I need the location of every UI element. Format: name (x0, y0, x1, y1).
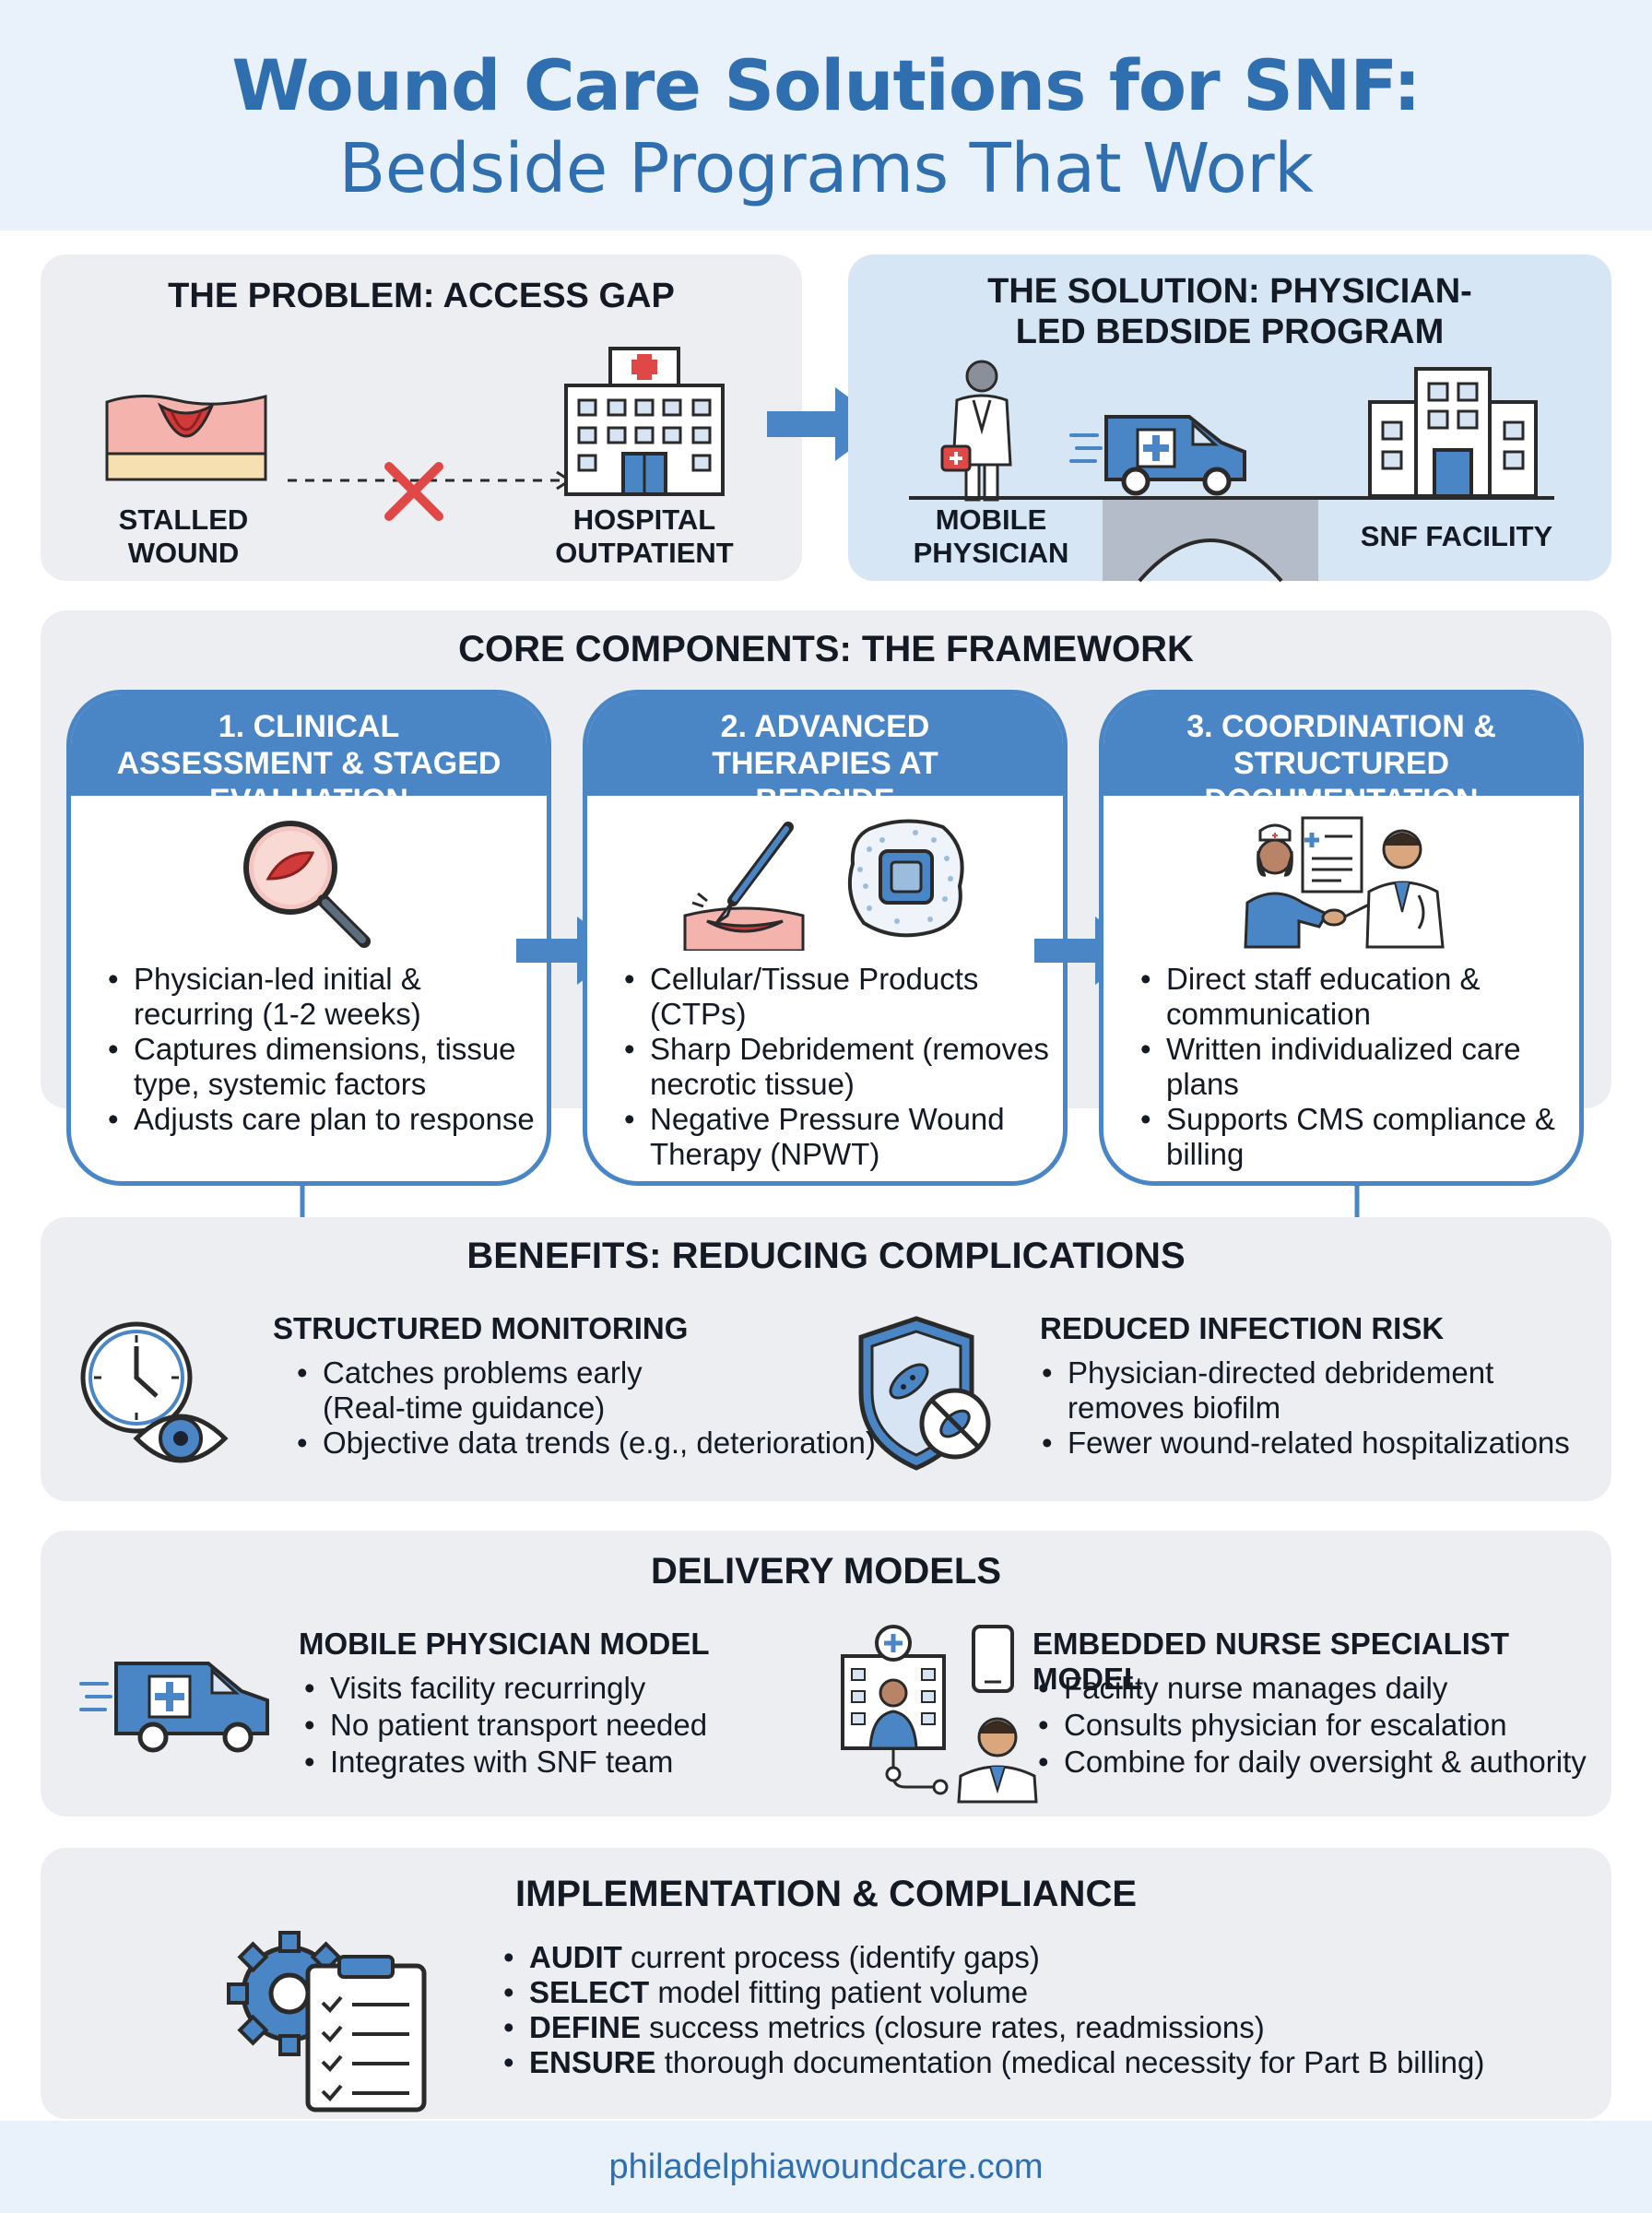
monitoring-bullets: Catches problems early (Real-time guidan… (295, 1355, 903, 1461)
card-clinical-assessment: 1. CLINICAL ASSESSMENT & STAGED EVALUATI… (66, 690, 551, 1186)
mobile-model-bullets: Visits facility recurringly No patient t… (302, 1671, 819, 1780)
list-item: Combine for daily oversight & authority (1036, 1745, 1608, 1780)
delivery-panel: DELIVERY MODELS MOBILE PHYSICIAN MODEL V… (41, 1531, 1611, 1817)
implementation-title: IMPLEMENTATION & COMPLIANCE (514, 1874, 1138, 1914)
list-item: Negative Pressure Wound Therapy (NPWT) (622, 1102, 1056, 1172)
list-item: DEFINE success metrics (closure rates, r… (502, 2010, 1589, 2045)
mobile-physician-label: MOBILE PHYSICIAN (913, 503, 1069, 569)
mobile-model-title: MOBILE PHYSICIAN MODEL (299, 1627, 710, 1661)
card-1-title: 1. CLINICAL ASSESSMENT & STAGED EVALUATI… (71, 694, 547, 818)
stalled-wound-icon (105, 394, 267, 481)
list-item: Sharp Debridement (removes necrotic tiss… (622, 1032, 1056, 1102)
doctor-icon (940, 360, 1012, 502)
gear-checklist-icon (227, 1931, 427, 2112)
card-2-bullets: Cellular/Tissue Products (CTPs) Sharp De… (622, 962, 1056, 1172)
clock-eye-icon (80, 1321, 229, 1463)
card-advanced-therapies: 2. ADVANCED THERAPIES AT BEDSIDE Cellula… (583, 690, 1068, 1186)
list-item: Integrates with SNF team (302, 1745, 819, 1780)
shield-bacteria-icon (858, 1316, 991, 1471)
list-item: Visits facility recurringly (302, 1671, 819, 1706)
delivery-title: DELIVERY MODELS (650, 1551, 1002, 1592)
list-item: Supports CMS compliance & billing (1139, 1102, 1572, 1172)
scalpel-icon (683, 822, 805, 951)
magnifier-wound-icon (243, 821, 371, 948)
implementation-panel: IMPLEMENTATION & COMPLIANCE A (41, 1848, 1611, 2119)
hospital-icon (564, 347, 725, 496)
infection-bullets: Physician-directed debridement removes b… (1040, 1355, 1602, 1461)
card-3-bullets: Direct staff education & communication W… (1139, 962, 1572, 1172)
embedded-model-bullets: Facility nurse manages daily Consults ph… (1036, 1671, 1608, 1780)
list-item: Consults physician for escalation (1036, 1708, 1608, 1743)
page-subtitle: Bedside Programs That Work (338, 129, 1314, 208)
card-2-title: 2. ADVANCED THERAPIES AT BEDSIDE (587, 694, 1063, 818)
card-coordination: 3. COORDINATION & STRUCTURED DOCUMENTATI… (1099, 690, 1584, 1186)
core-title: CORE COMPONENTS: THE FRAMEWORK (458, 629, 1194, 669)
solution-panel: THE SOLUTION: PHYSICIAN-LED BEDSIDE PROG… (848, 254, 1611, 583)
snf-facility-label: SNF FACILITY (1360, 520, 1553, 552)
footer: philadelphiawoundcare.com (0, 2121, 1652, 2213)
list-item: Facility nurse manages daily (1036, 1671, 1608, 1706)
infection-title: REDUCED INFECTION RISK (1040, 1311, 1445, 1345)
card-1-bullets: Physician-led initial & recurring (1-2 w… (106, 962, 539, 1137)
problem-title: THE PROBLEM: ACCESS GAP (168, 277, 675, 315)
list-item: Direct staff education & communication (1139, 962, 1572, 1032)
solution-title: THE SOLUTION: PHYSICIAN-LED BEDSIDE PROG… (987, 272, 1472, 351)
list-item: Physician-led initial & recurring (1-2 w… (106, 962, 539, 1032)
nurse-doctor-handshake-icon (1244, 816, 1445, 949)
list-item: Written individualized care plans (1139, 1032, 1572, 1102)
page-title: Wound Care Solutions for SNF: (231, 44, 1421, 126)
list-item: Catches problems early (Real-time guidan… (295, 1355, 903, 1426)
hospital-outpatient-label: HOSPITAL OUTPATIENT (555, 503, 734, 569)
bridge-icon (909, 496, 1554, 583)
red-x-icon (384, 462, 443, 521)
list-item: Fewer wound-related hospitalizations (1040, 1426, 1602, 1461)
benefits-panel: BENEFITS: REDUCING COMPLICATIONS STRUCTU… (41, 1217, 1611, 1501)
benefits-title: BENEFITS: REDUCING COMPLICATIONS (466, 1236, 1186, 1276)
implementation-list: AUDIT current process (identify gaps) SE… (502, 1940, 1589, 2080)
problem-panel: THE PROBLEM: ACCESS GAP STALLED WOUND HO… (41, 254, 802, 581)
list-item: AUDIT current process (identify gaps) (502, 1940, 1589, 1975)
card-3-title: 3. COORDINATION & STRUCTURED DOCUMENTATI… (1103, 694, 1579, 818)
list-item: No patient transport needed (302, 1708, 819, 1743)
ambulance-van-icon (1069, 415, 1246, 496)
list-item: SELECT model fitting patient volume (502, 1975, 1589, 2010)
header: Wound Care Solutions for SNF: Bedside Pr… (0, 0, 1652, 231)
stalled-wound-label: STALLED WOUND (118, 503, 249, 569)
snf-facility-icon (1368, 367, 1538, 498)
nurse-hospital-phone-doctor-icon (841, 1625, 1038, 1804)
list-item: Captures dimensions, tissue type, system… (106, 1032, 539, 1102)
list-item: Cellular/Tissue Products (CTPs) (622, 962, 1056, 1032)
footer-url[interactable]: philadelphiawoundcare.com (608, 2148, 1044, 2186)
list-item: Objective data trends (e.g., deteriorati… (295, 1426, 903, 1461)
cellular-tissue-icon (847, 819, 964, 938)
list-item: Adjusts care plan to response (106, 1102, 539, 1137)
monitoring-title: STRUCTURED MONITORING (273, 1311, 689, 1345)
ambulance-van-icon (79, 1662, 269, 1753)
list-item: ENSURE thorough documentation (medical n… (502, 2045, 1589, 2080)
list-item: Physician-directed debridement removes b… (1040, 1355, 1602, 1426)
